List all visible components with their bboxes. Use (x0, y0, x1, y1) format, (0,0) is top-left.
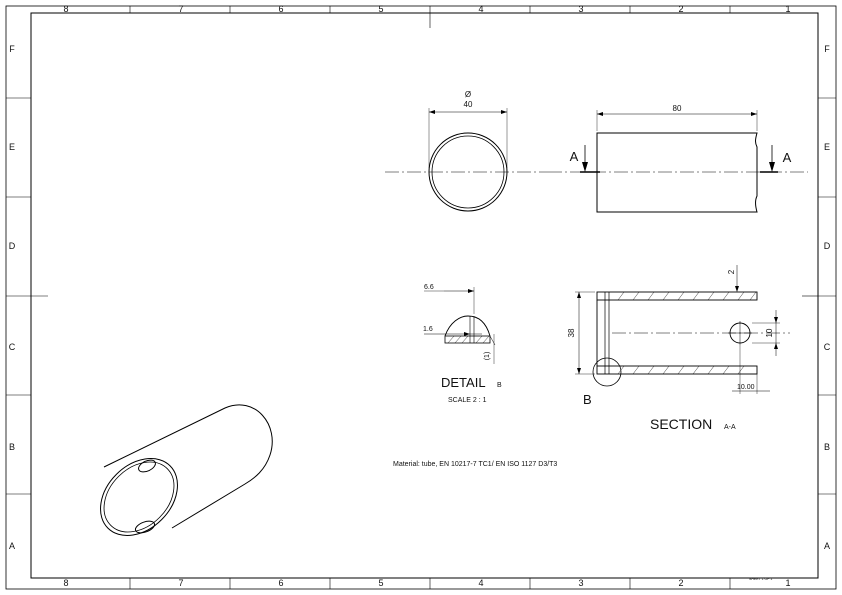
detail-dim-top: 6.6 (424, 284, 434, 291)
row-label-left: B (9, 442, 15, 452)
row-label-left: A (9, 541, 15, 551)
row-label-right: F (824, 44, 830, 54)
col-label-top: 3 (578, 4, 583, 14)
front-view: Ø 40 (385, 90, 548, 212)
col-label-top: 2 (678, 4, 683, 14)
outer-border (5, 5, 837, 590)
col-label-top: 8 (63, 4, 68, 14)
row-label-right: A (824, 541, 830, 551)
col-label-top: 6 (278, 4, 283, 14)
col-label-bottom: 3 (578, 578, 583, 588)
row-label-right: B (824, 442, 830, 452)
outer-circle (428, 132, 508, 212)
col-label-bottom: 4 (478, 578, 483, 588)
col-label-top: 4 (478, 4, 483, 14)
detail-marker-label: B (583, 392, 592, 407)
sheet-label: SHEET 1 OF 1 (749, 577, 772, 581)
detail-b-view: 6.6 1.6 (1) DETAIL B SCALE 2 : 1 (423, 284, 502, 404)
detail-dim-ref: (1) (484, 352, 491, 361)
detail-scale: SCALE 2 : 1 (448, 397, 487, 404)
col-label-bottom: 8 (63, 578, 68, 588)
tube-outline (596, 132, 758, 213)
iso-hole-bottom (134, 520, 156, 534)
row-label-left: E (9, 142, 15, 152)
row-label-left: D (9, 241, 16, 251)
diameter-symbol: Ø (465, 90, 471, 99)
section-title: SECTION (650, 416, 712, 432)
col-label-bottom: 2 (678, 578, 683, 588)
section-dim-hole: 10 (765, 328, 774, 337)
inner-border (30, 12, 819, 579)
isometric-view (100, 404, 273, 536)
row-label-right: D (824, 241, 831, 251)
section-dim-height: 38 (567, 328, 576, 337)
section-dim-hole-pos: 10.00 (737, 384, 755, 391)
length-value: 80 (673, 104, 682, 113)
iso-front-outer (100, 458, 178, 536)
section-title-letters: A-A (724, 424, 736, 431)
iso-body (103, 404, 273, 529)
detail-b-marker-circle (592, 357, 622, 387)
section-mark-right: A (783, 150, 792, 165)
iso-front-inner (103, 461, 175, 533)
section-mark-left: A (570, 149, 579, 164)
detail-title-letter: B (497, 382, 502, 389)
row-label-right: E (824, 142, 830, 152)
detail-dim-mid: 1.6 (423, 326, 433, 333)
col-label-top: 7 (178, 4, 183, 14)
diameter-value: 40 (464, 100, 473, 109)
inner-circle (431, 135, 505, 209)
material-note: Material: tube, EN 10217-7 TC1/ EN ISO 1… (393, 461, 557, 468)
col-label-top: 1 (785, 4, 790, 14)
row-label-left: C (9, 342, 16, 352)
side-view: 80 A A (548, 104, 808, 213)
col-label-bottom: 6 (278, 578, 283, 588)
zone-ticks (6, 6, 836, 589)
row-label-left: F (9, 44, 15, 54)
section-dim-wall: 2 (727, 269, 736, 274)
section-aa-view: B 38 2 10 10.00 SECTION A-A (567, 265, 790, 432)
row-label-right: C (824, 342, 831, 352)
iso-hole-top (138, 459, 156, 473)
col-label-bottom: 7 (178, 578, 183, 588)
col-label-bottom: 5 (378, 578, 383, 588)
detail-title: DETAIL (441, 375, 486, 390)
col-label-top: 5 (378, 4, 383, 14)
col-label-bottom: 1 (785, 578, 790, 588)
